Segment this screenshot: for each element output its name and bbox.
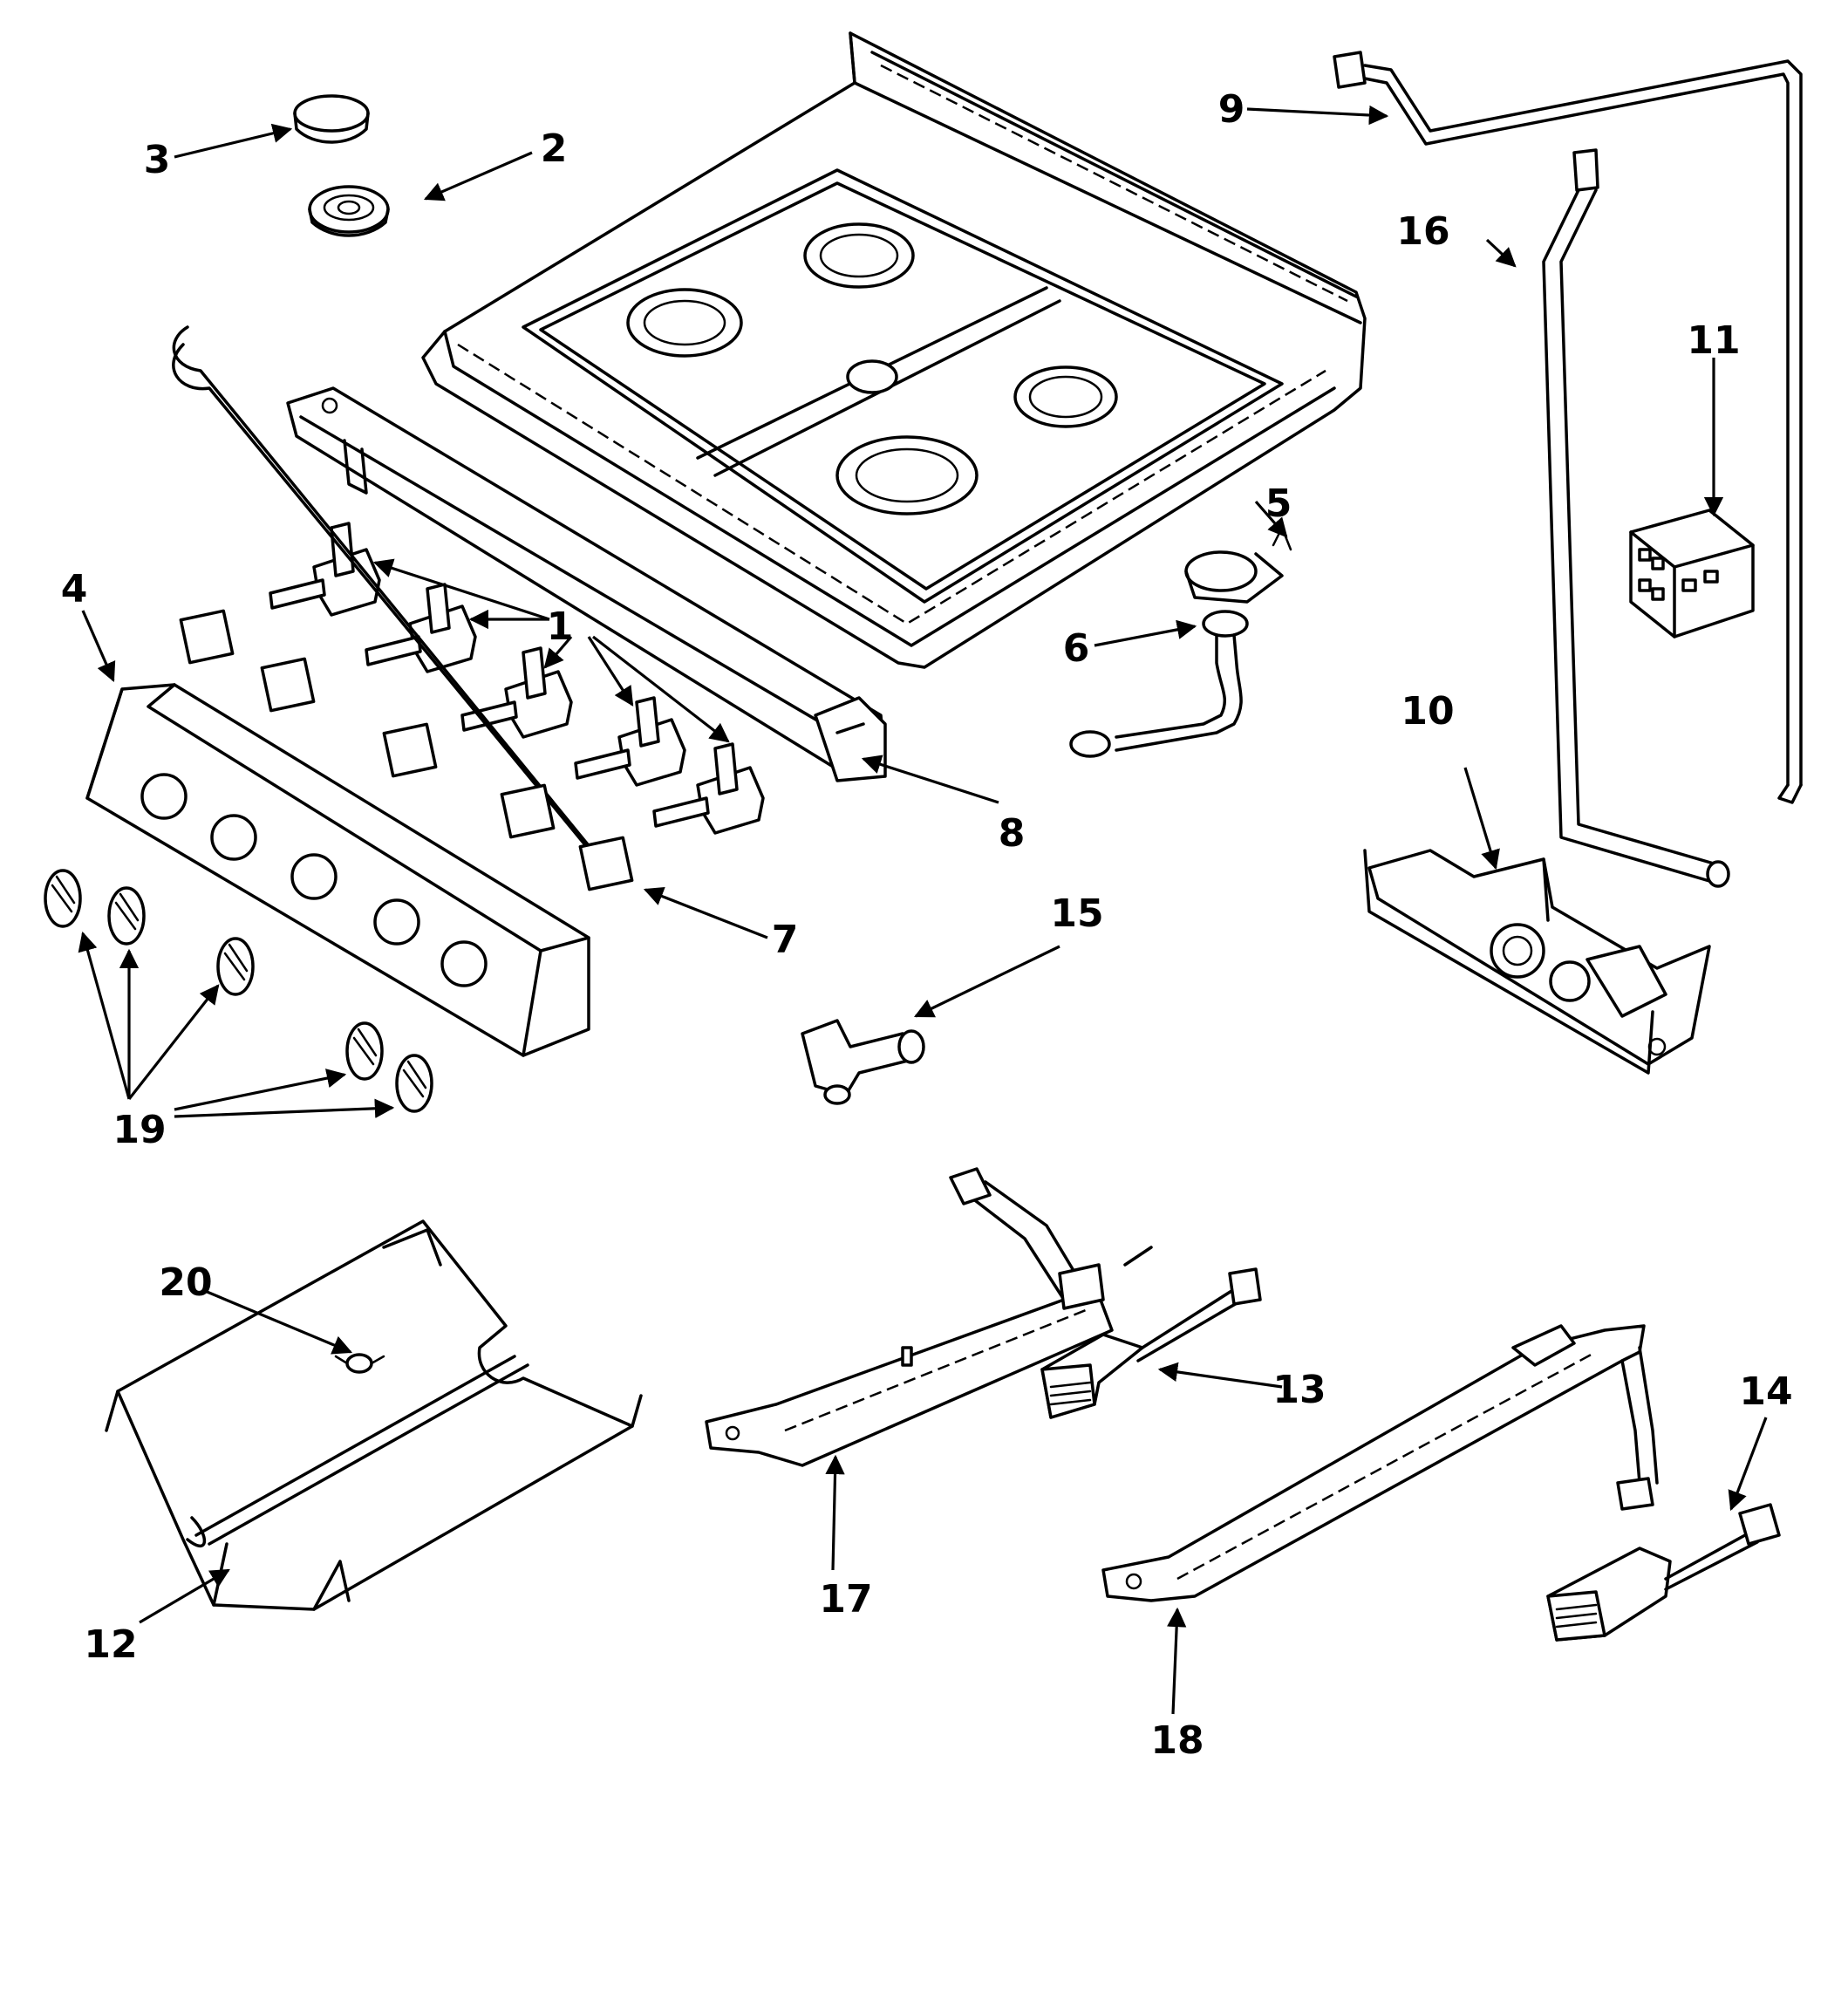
callout-6: 6 <box>1063 626 1090 671</box>
orifice-valve-illustration <box>1069 526 1292 758</box>
burner-cap-head-illustration <box>293 94 390 237</box>
callout-2: 2 <box>541 126 568 171</box>
callout-3: 3 <box>144 138 171 182</box>
burner-valves-illustration <box>269 522 765 835</box>
igniter-13-illustration <box>1040 1267 1262 1419</box>
connector-illustration <box>801 1019 925 1105</box>
callout-15: 15 <box>1050 891 1103 936</box>
callout-7: 7 <box>772 918 799 962</box>
control-panel-illustration <box>85 683 590 1057</box>
igniter-harness-illustration <box>172 325 634 891</box>
cooktop-illustration <box>421 31 1367 669</box>
callout-14: 14 <box>1739 1369 1792 1414</box>
manifold-bracket-illustration <box>286 386 887 782</box>
callout-13: 13 <box>1272 1368 1326 1412</box>
igniter-14-illustration <box>1546 1503 1781 1642</box>
broiler-deflector-illustration <box>105 1219 643 1611</box>
bake-burner-illustration <box>705 1167 1153 1467</box>
callout-10: 10 <box>1401 689 1454 734</box>
callout-18: 18 <box>1150 1718 1204 1763</box>
callout-labels: 1 2 3 4 5 6 7 8 9 10 11 12 13 14 15 16 1… <box>61 87 1793 1763</box>
callout-4: 4 <box>61 567 88 611</box>
broil-burner-illustration <box>1101 1324 1659 1602</box>
callout-9: 9 <box>1218 87 1245 132</box>
callout-5: 5 <box>1265 481 1292 526</box>
gas-tube-9-illustration <box>1333 51 1803 804</box>
callout-20: 20 <box>159 1260 212 1305</box>
knobs-illustration <box>44 869 433 1113</box>
callout-17: 17 <box>819 1577 872 1622</box>
callout-16: 16 <box>1396 209 1449 254</box>
callout-19: 19 <box>113 1108 166 1152</box>
spark-module-illustration <box>1629 509 1755 638</box>
leader-lines <box>78 105 1768 1715</box>
gas-tube-16-illustration <box>1542 148 1730 888</box>
callout-12: 12 <box>84 1622 137 1667</box>
wing-nut-illustration <box>334 1353 385 1374</box>
callout-1: 1 <box>547 604 574 649</box>
callout-11: 11 <box>1687 318 1740 363</box>
oven-valve-assembly-illustration <box>1363 849 1711 1075</box>
callout-8: 8 <box>999 811 1026 856</box>
